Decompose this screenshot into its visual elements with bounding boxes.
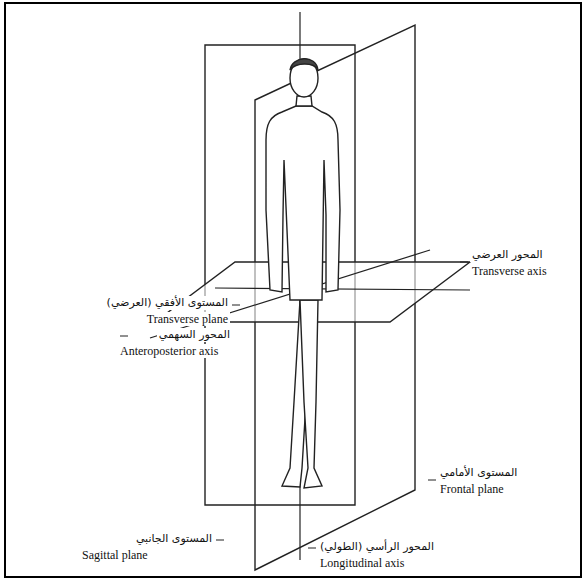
- plane-label: Sagittal plane: [80, 548, 150, 562]
- axis-label: Longitudinal axis: [318, 556, 406, 570]
- axis-label: Transverse axis: [470, 264, 549, 278]
- axis-label-ar: المحور الرأسي (الطولي): [318, 540, 436, 554]
- plane-label-ar: المستوى الجانبي: [134, 532, 214, 546]
- transverse-axis: [215, 288, 470, 290]
- axis-label: Anteroposterior axis: [118, 344, 220, 358]
- plane-label-ar: المستوى الأمامي: [438, 466, 519, 480]
- plane-label: Frontal plane: [438, 482, 506, 496]
- human-figure: [266, 59, 340, 488]
- axis-label-ar: المحور العرضي: [470, 248, 545, 262]
- axis-label-ar: المحور السهمي: [157, 328, 232, 342]
- plane-label: Transverse plane: [145, 312, 230, 326]
- plane-label-ar: المستوى الأفقي (العرضي): [105, 296, 230, 310]
- outer-frame: [5, 3, 581, 577]
